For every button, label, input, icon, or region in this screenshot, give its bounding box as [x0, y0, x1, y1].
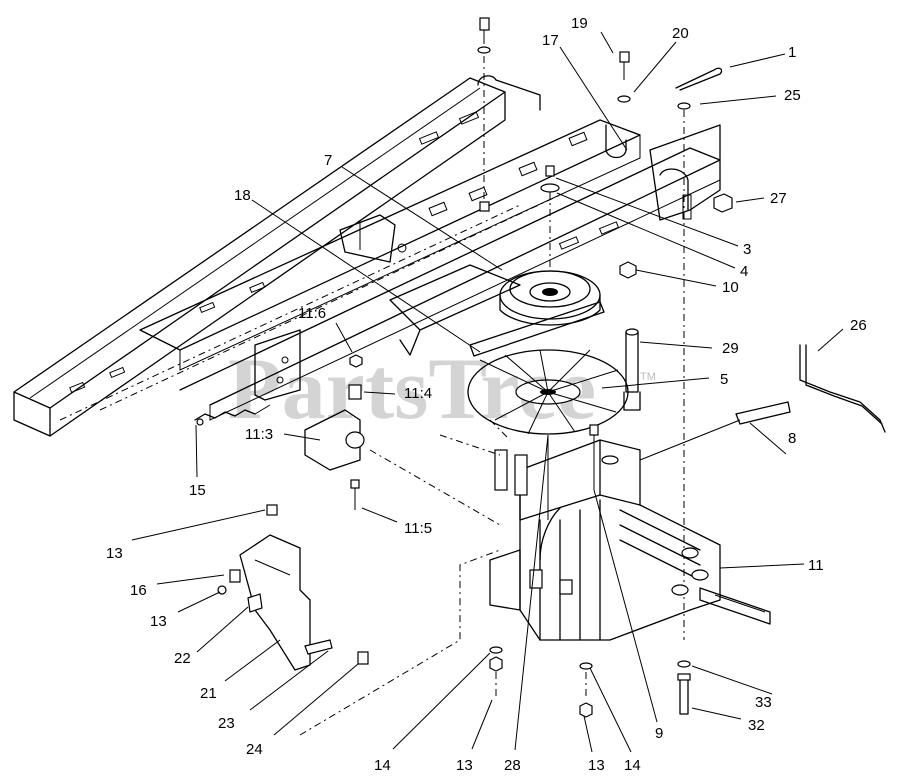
nut-27[interactable]: [713, 193, 733, 213]
callout-4: 4: [740, 263, 748, 280]
callout-25: 25: [784, 87, 801, 104]
control-arm-8[interactable]: [639, 401, 791, 461]
callout-3: 3: [743, 241, 751, 258]
callout-11: 11: [808, 557, 824, 574]
rod-17[interactable]: [477, 75, 627, 159]
bolt-top[interactable]: [477, 17, 491, 212]
transaxle-11[interactable]: [489, 439, 771, 641]
cooling-fan-5[interactable]: [467, 349, 629, 435]
callout-24: 24: [246, 741, 263, 758]
cotter-pin-1[interactable]: [675, 67, 723, 640]
callout-11-6: 11:6: [298, 305, 326, 322]
watermark-trademark: TM: [640, 371, 656, 383]
mount-plate[interactable]: [254, 329, 301, 401]
callout-13-d: 13: [588, 757, 605, 774]
belt-guide-18[interactable]: [469, 301, 605, 357]
callout-8: 8: [788, 430, 796, 447]
callout-5: 5: [720, 371, 728, 388]
leader-lines: [131, 31, 844, 753]
callout-1: 1: [788, 44, 796, 61]
callout-32: 32: [748, 717, 765, 734]
lift-rod-26[interactable]: [799, 344, 886, 433]
callout-21: 21: [200, 685, 217, 702]
callout-27: 27: [770, 190, 787, 207]
pivot-bracket[interactable]: [649, 124, 721, 221]
callout-9: 9: [655, 725, 663, 742]
callout-14-b: 14: [624, 757, 641, 774]
bolt-3[interactable]: [540, 165, 637, 279]
callout-23: 23: [218, 715, 235, 732]
callout-11-4: 11:4: [404, 385, 432, 402]
callout-20: 20: [672, 25, 689, 42]
callout-33: 33: [755, 694, 772, 711]
pin-29[interactable]: [623, 328, 641, 411]
brake-bracket-21[interactable]: [217, 504, 369, 671]
callout-14-a: 14: [374, 757, 391, 774]
pulley-7[interactable]: [499, 270, 601, 326]
callout-13-c: 13: [456, 757, 473, 774]
callout-labels: 1 19 20 17 25 7 18 27 3 4 10 26 11:6 29 …: [106, 15, 867, 774]
callout-16: 16: [130, 582, 147, 599]
callout-18: 18: [234, 187, 251, 204]
callout-29: 29: [722, 340, 739, 357]
bolt-19[interactable]: [617, 51, 631, 103]
idler-bracket-11-3[interactable]: [304, 354, 365, 510]
callout-13-a: 13: [106, 545, 123, 562]
spring-15[interactable]: [194, 404, 271, 426]
callout-19: 19: [571, 15, 588, 32]
lower-hardware[interactable]: [489, 424, 691, 718]
callout-11-3: 11:3: [245, 426, 273, 443]
callout-13-b: 13: [150, 613, 167, 630]
callout-15: 15: [189, 482, 206, 499]
callout-10: 10: [722, 279, 739, 296]
callout-28: 28: [504, 757, 521, 774]
callout-7: 7: [324, 152, 332, 169]
callout-11-5: 11:5: [404, 520, 432, 537]
callout-17: 17: [542, 32, 559, 49]
callout-26: 26: [850, 317, 867, 334]
frame-rail[interactable]: [13, 77, 721, 437]
callout-22: 22: [174, 650, 191, 667]
